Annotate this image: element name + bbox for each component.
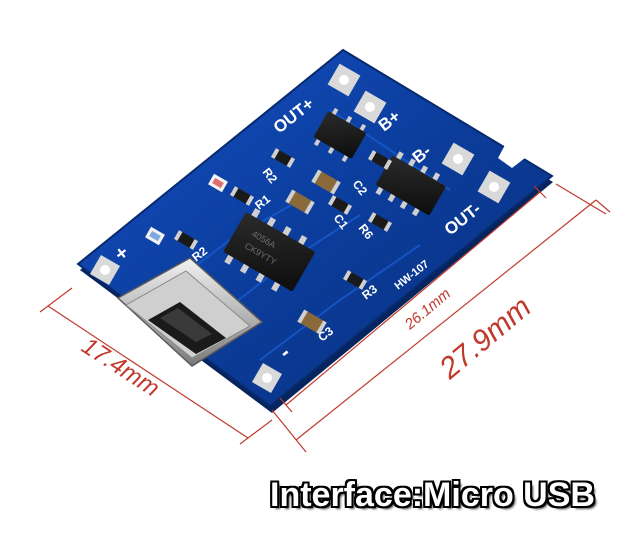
- passive-components: [145, 148, 393, 335]
- led-1: [208, 173, 228, 193]
- capacitor-c1: [285, 189, 315, 215]
- resistor-small-1: [367, 150, 393, 170]
- charger-ic: 4056A CK9YTY: [223, 208, 315, 292]
- pad-out-plus: [327, 63, 361, 97]
- dimension-outer-label: 27.9mm: [433, 290, 538, 386]
- pad-b-plus: [353, 90, 387, 124]
- capacitor-c3: [297, 309, 327, 335]
- resistor-r2-top: [270, 148, 296, 168]
- resistor-r6: [367, 212, 393, 232]
- pad-minus: [251, 362, 283, 394]
- solder-pads: [89, 63, 511, 394]
- resistor-r2: [173, 230, 199, 250]
- resistor-r3: [342, 270, 368, 290]
- interface-caption: Interface:Micro USB: [270, 476, 595, 514]
- resistor-r2-mid: [327, 195, 353, 215]
- pad-plus: [89, 254, 121, 286]
- dimension-inner-length: [279, 185, 547, 413]
- led-2: [145, 226, 165, 246]
- protection-ic-1: [313, 107, 367, 163]
- protection-ic-2: [375, 151, 446, 217]
- micro-usb-connector: [116, 257, 264, 367]
- dimension-outer-length: [271, 183, 611, 453]
- resistor-r1: [229, 186, 255, 206]
- dimension-width: [39, 287, 273, 445]
- pad-b-minus: [441, 142, 475, 176]
- capacitor-c2-top: [311, 169, 341, 195]
- dimension-width-label: 17.4mm: [77, 332, 164, 402]
- pad-out-minus: [477, 170, 511, 204]
